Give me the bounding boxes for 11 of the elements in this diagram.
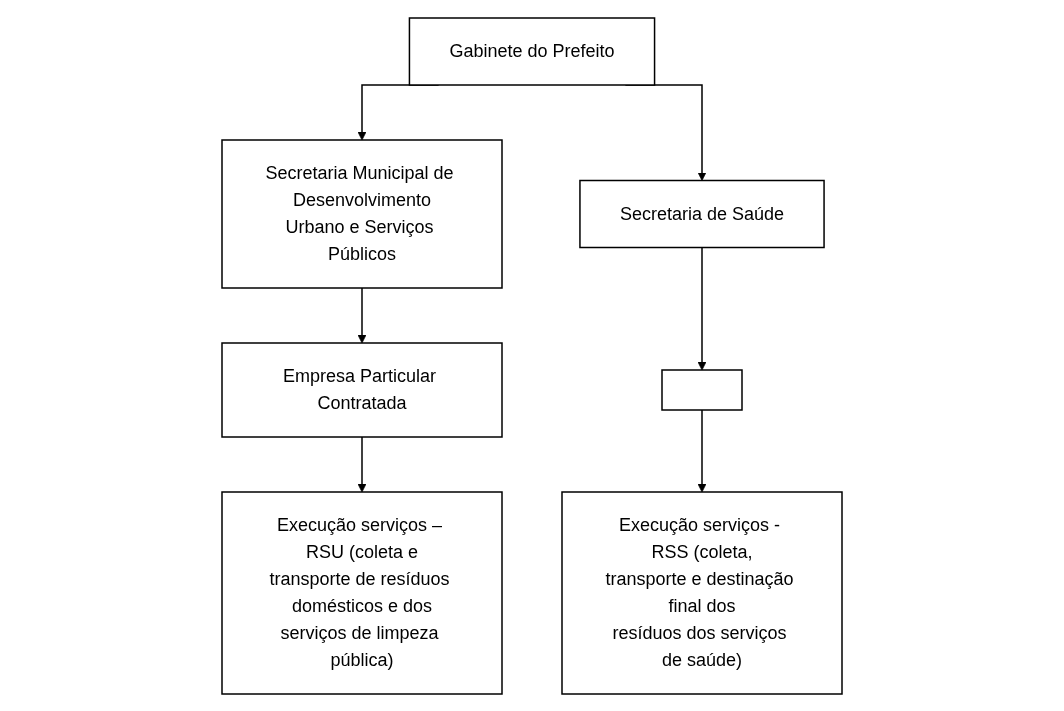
node-box: Secretaria de Saúde	[579, 179, 825, 248]
node-box: Empresa Particular Contratada	[221, 341, 503, 438]
node-box: Execução serviços - RSS (coleta, transporte e destinação final dos resíduos dos serviços de saúde)	[561, 490, 843, 695]
node-box: Execução serviços – RSU (coleta e transporte de resíduos domésticos e dos serviços de limpeza pública)	[221, 490, 503, 695]
node-box: Gabinete do Prefeito	[408, 16, 656, 86]
node-box: Secretaria Municipal de Desenvolvimento Urbano e Serviços Públicos	[221, 138, 503, 289]
arrow	[697, 246, 707, 370]
arrow	[357, 435, 367, 492]
arrow	[357, 286, 367, 343]
arrow	[697, 408, 707, 492]
node-box	[661, 368, 743, 411]
